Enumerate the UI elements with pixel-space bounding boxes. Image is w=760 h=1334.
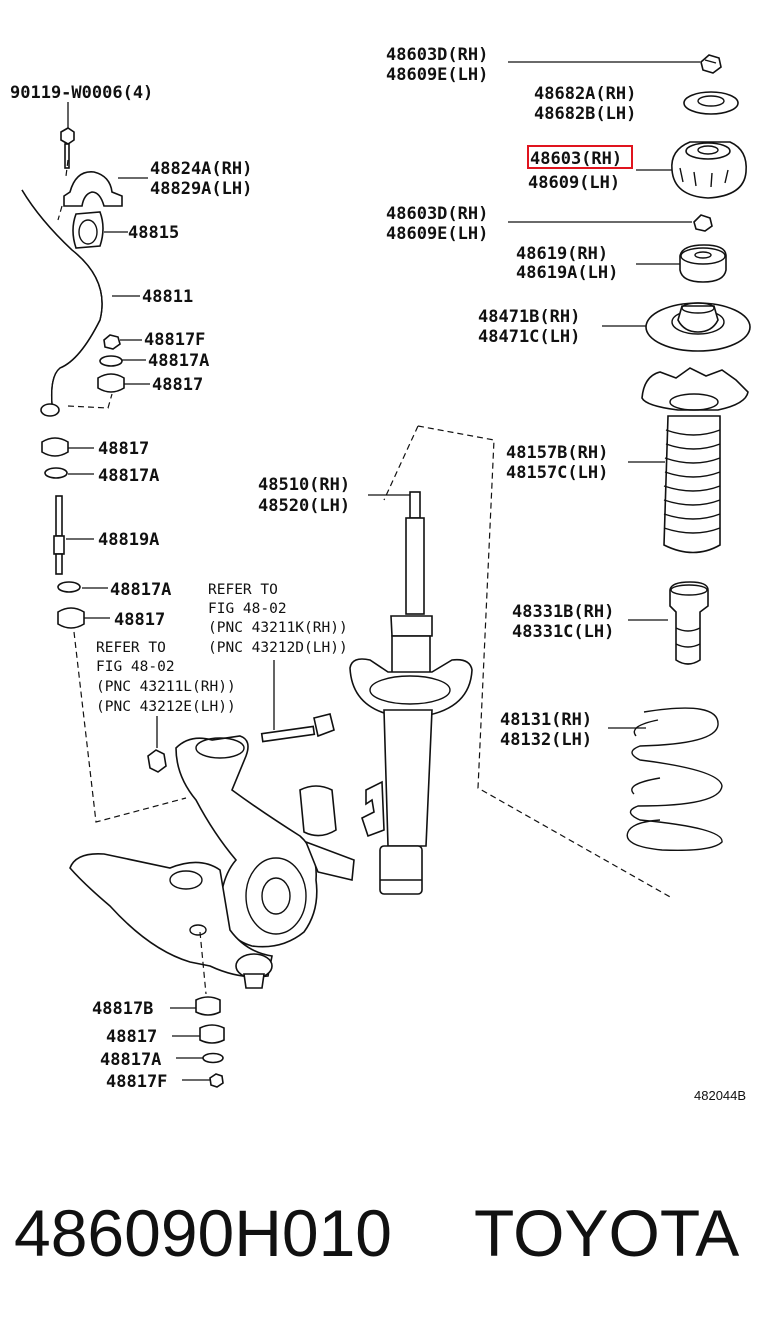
label-48157c-lh[interactable]: 48157C(LH) — [506, 463, 608, 483]
label-48609e-lh-mid[interactable]: 48609E(LH) — [386, 224, 488, 244]
label-48819a[interactable]: 48819A — [98, 530, 159, 550]
label-48817-upper[interactable]: 48817 — [152, 375, 203, 395]
retainer-48817a-upper-part[interactable] — [99, 355, 123, 367]
highlight-box — [527, 145, 633, 169]
note2-pnc-rh: (PNC 43211L(RH)) — [96, 679, 236, 695]
label-48603d-rh-mid[interactable]: 48603D(RH) — [386, 204, 488, 224]
bracket-48824-part[interactable] — [63, 171, 123, 207]
label-48471b-rh[interactable]: 48471B(RH) — [478, 307, 580, 327]
label-48609-lh[interactable]: 48609(LH) — [528, 173, 620, 193]
nut-top-part[interactable] — [700, 54, 722, 74]
cushion-48817-mid-part[interactable] — [41, 437, 69, 457]
label-48811[interactable]: 48811 — [142, 287, 193, 307]
label-48817a-bottom[interactable]: 48817A — [100, 1050, 161, 1070]
label-48609e-lh-top[interactable]: 48609E(LH) — [386, 65, 488, 85]
label-48817a-lower[interactable]: 48817A — [110, 580, 171, 600]
label-48817-mid[interactable]: 48817 — [98, 439, 149, 459]
cushion-48817-upper-part[interactable] — [97, 373, 125, 393]
lower-arm-part[interactable] — [69, 852, 273, 989]
label-48824a-rh[interactable]: 48824A(RH) — [150, 159, 252, 179]
label-90119-w0006[interactable]: 90119-W0006(4) — [10, 83, 153, 103]
label-48829a-lh[interactable]: 48829A(LH) — [150, 179, 252, 199]
label-48331c-lh[interactable]: 48331C(LH) — [512, 622, 614, 642]
note1-refer-to: REFER TO — [208, 582, 278, 598]
label-48817b[interactable]: 48817B — [92, 999, 153, 1019]
retainer-48817a-mid-part[interactable] — [44, 467, 68, 479]
spring-upper-seat-part[interactable] — [645, 302, 751, 352]
brand-name: TOYOTA — [474, 1196, 739, 1270]
nut-48817f-part[interactable] — [103, 334, 121, 350]
shock-absorber-part[interactable] — [349, 491, 473, 895]
retainer-48817a-lower-part[interactable] — [57, 581, 81, 593]
note2-fig: FIG 48-02 — [96, 659, 175, 675]
label-48331b-rh[interactable]: 48331B(RH) — [512, 602, 614, 622]
nut-middle-part[interactable] — [693, 214, 713, 232]
note2-pnc-lh: (PNC 43212E(LH)) — [96, 699, 236, 715]
bearing-48619-part[interactable] — [679, 244, 727, 283]
label-48132-lh[interactable]: 48132(LH) — [500, 730, 592, 750]
label-48520-lh[interactable]: 48520(LH) — [258, 496, 350, 516]
coil-spring-part[interactable] — [626, 707, 723, 852]
label-48471c-lh[interactable]: 48471C(LH) — [478, 327, 580, 347]
note1-pnc-lh: (PNC 43212D(LH)) — [208, 640, 348, 656]
label-48817a-upper[interactable]: 48817A — [148, 351, 209, 371]
note2-refer-to: REFER TO — [96, 640, 166, 656]
cushion-48817-bottom-part[interactable] — [199, 1024, 225, 1044]
label-48817-bottom[interactable]: 48817 — [106, 1027, 157, 1047]
stabilizer-link-part[interactable] — [53, 495, 65, 575]
suspension-support-part[interactable] — [671, 141, 747, 199]
washer-48682-part[interactable] — [683, 91, 739, 115]
label-48619a-lh[interactable]: 48619A(LH) — [516, 263, 618, 283]
retainer-48817a-bottom-part[interactable] — [202, 1052, 224, 1064]
stabilizer-bar-part[interactable] — [21, 189, 103, 417]
label-48817f-bottom[interactable]: 48817F — [106, 1072, 167, 1092]
label-48619-rh[interactable]: 48619(RH) — [516, 244, 608, 264]
dust-boot-part[interactable] — [641, 367, 749, 554]
bushing-48815-part[interactable] — [72, 211, 104, 249]
lock-nut-part[interactable] — [147, 749, 167, 773]
label-48817-lower[interactable]: 48817 — [114, 610, 165, 630]
knuckle-bolt-part[interactable] — [260, 713, 335, 743]
cushion-48817-lower-part[interactable] — [57, 607, 85, 629]
label-48603d-rh-top[interactable]: 48603D(RH) — [386, 45, 488, 65]
cushion-48817b-part[interactable] — [195, 996, 221, 1016]
note1-pnc-rh: (PNC 43211K(RH)) — [208, 620, 348, 636]
part-number: 486090H010 — [14, 1196, 392, 1270]
label-48682b-lh[interactable]: 48682B(LH) — [534, 104, 636, 124]
label-48682a-rh[interactable]: 48682A(RH) — [534, 84, 636, 104]
label-48510-rh[interactable]: 48510(RH) — [258, 475, 350, 495]
label-48815[interactable]: 48815 — [128, 223, 179, 243]
label-48131-rh[interactable]: 48131(RH) — [500, 710, 592, 730]
label-48817a-mid[interactable]: 48817A — [98, 466, 159, 486]
label-48603-rh-highlighted[interactable]: 48603(RH) — [530, 149, 622, 169]
figure-id: 482044B — [694, 1088, 746, 1103]
note1-fig: FIG 48-02 — [208, 601, 287, 617]
nut-48817f-bottom-part[interactable] — [209, 1073, 224, 1088]
steering-knuckle-part[interactable] — [175, 735, 355, 948]
label-48817f-upper[interactable]: 48817F — [144, 330, 205, 350]
bump-stopper-part[interactable] — [669, 581, 709, 665]
label-48157b-rh[interactable]: 48157B(RH) — [506, 443, 608, 463]
